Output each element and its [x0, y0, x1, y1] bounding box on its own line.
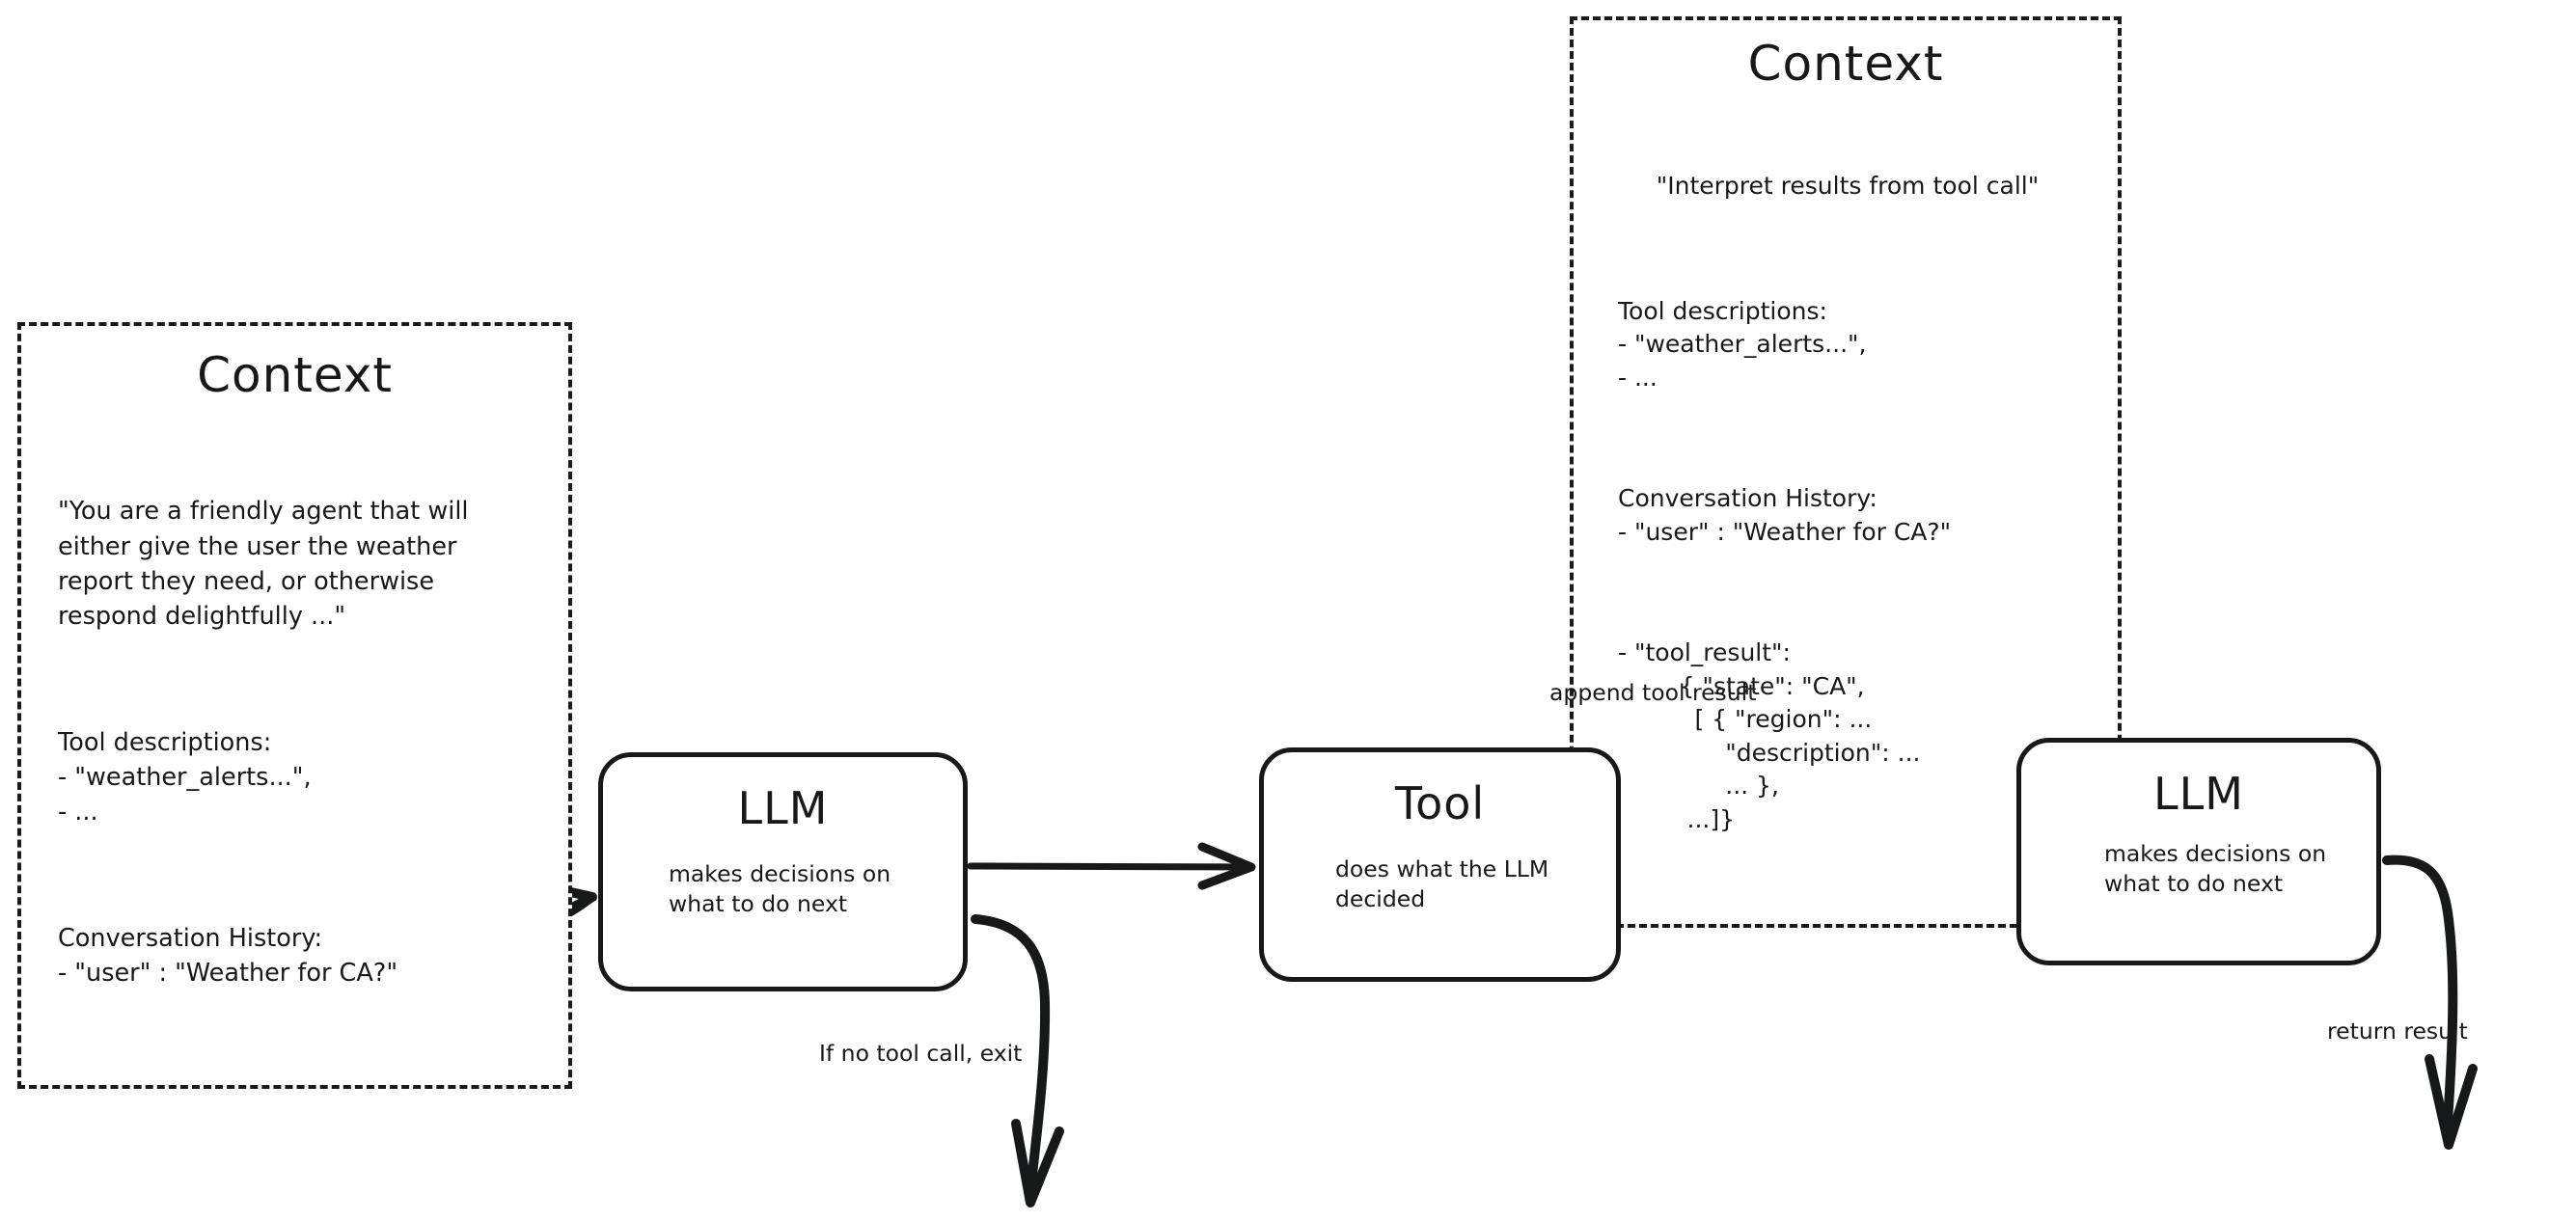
node-tool-subtitle: does what the LLM decided — [1335, 855, 1549, 913]
node-tool-title: Tool — [1394, 777, 1486, 829]
node-llm-first-title: LLM — [737, 782, 829, 834]
context-right-body: "Interpret results from tool call" Tool … — [1593, 103, 2098, 903]
context-left-title: Context — [197, 347, 393, 403]
context-right-conversation-history: Conversation History: - "user" : "Weathe… — [1618, 484, 1952, 546]
node-tool[interactable]: Tool does what the LLM decided — [1259, 747, 1621, 982]
node-llm-second-subtitle: makes decisions on what to do next — [2104, 840, 2327, 898]
node-llm-first-subtitle: makes decisions on what to do next — [669, 860, 891, 918]
context-right-tool-descriptions: Tool descriptions: - "weather_alerts..."… — [1618, 296, 1867, 392]
node-llm-second-title: LLM — [2153, 768, 2244, 820]
node-llm-first[interactable]: LLM makes decisions on what to do next — [598, 752, 968, 991]
context-right-tool-result: - "tool_result": { "state": "CA", [ { "r… — [1618, 638, 1921, 833]
context-left-system-prompt: "You are a friendly agent that will eith… — [58, 497, 469, 632]
context-left-conversation-history: Conversation History: - "user" : "Weathe… — [58, 923, 398, 988]
edge-label-return-result: return result — [2327, 1018, 2468, 1045]
context-box-initial: Context "You are a friendly agent that w… — [17, 322, 572, 1090]
context-left-body: "You are a friendly agent that will eith… — [44, 424, 545, 1060]
arrow-llm2-return — [2382, 855, 2478, 1150]
context-right-quote: "Interpret results from tool call" — [1656, 172, 2040, 200]
node-llm-second[interactable]: LLM makes decisions on what to do next — [2016, 738, 2381, 965]
edge-label-append-tool-result: append tool result — [1549, 679, 1757, 706]
arrow-llm1-to-tool — [967, 842, 1256, 890]
edge-label-if-no-tool-call: If no tool call, exit — [819, 1040, 1023, 1067]
context-left-tool-descriptions: Tool descriptions: - "weather_alerts..."… — [58, 727, 312, 828]
context-right-title: Context — [1747, 36, 1944, 92]
